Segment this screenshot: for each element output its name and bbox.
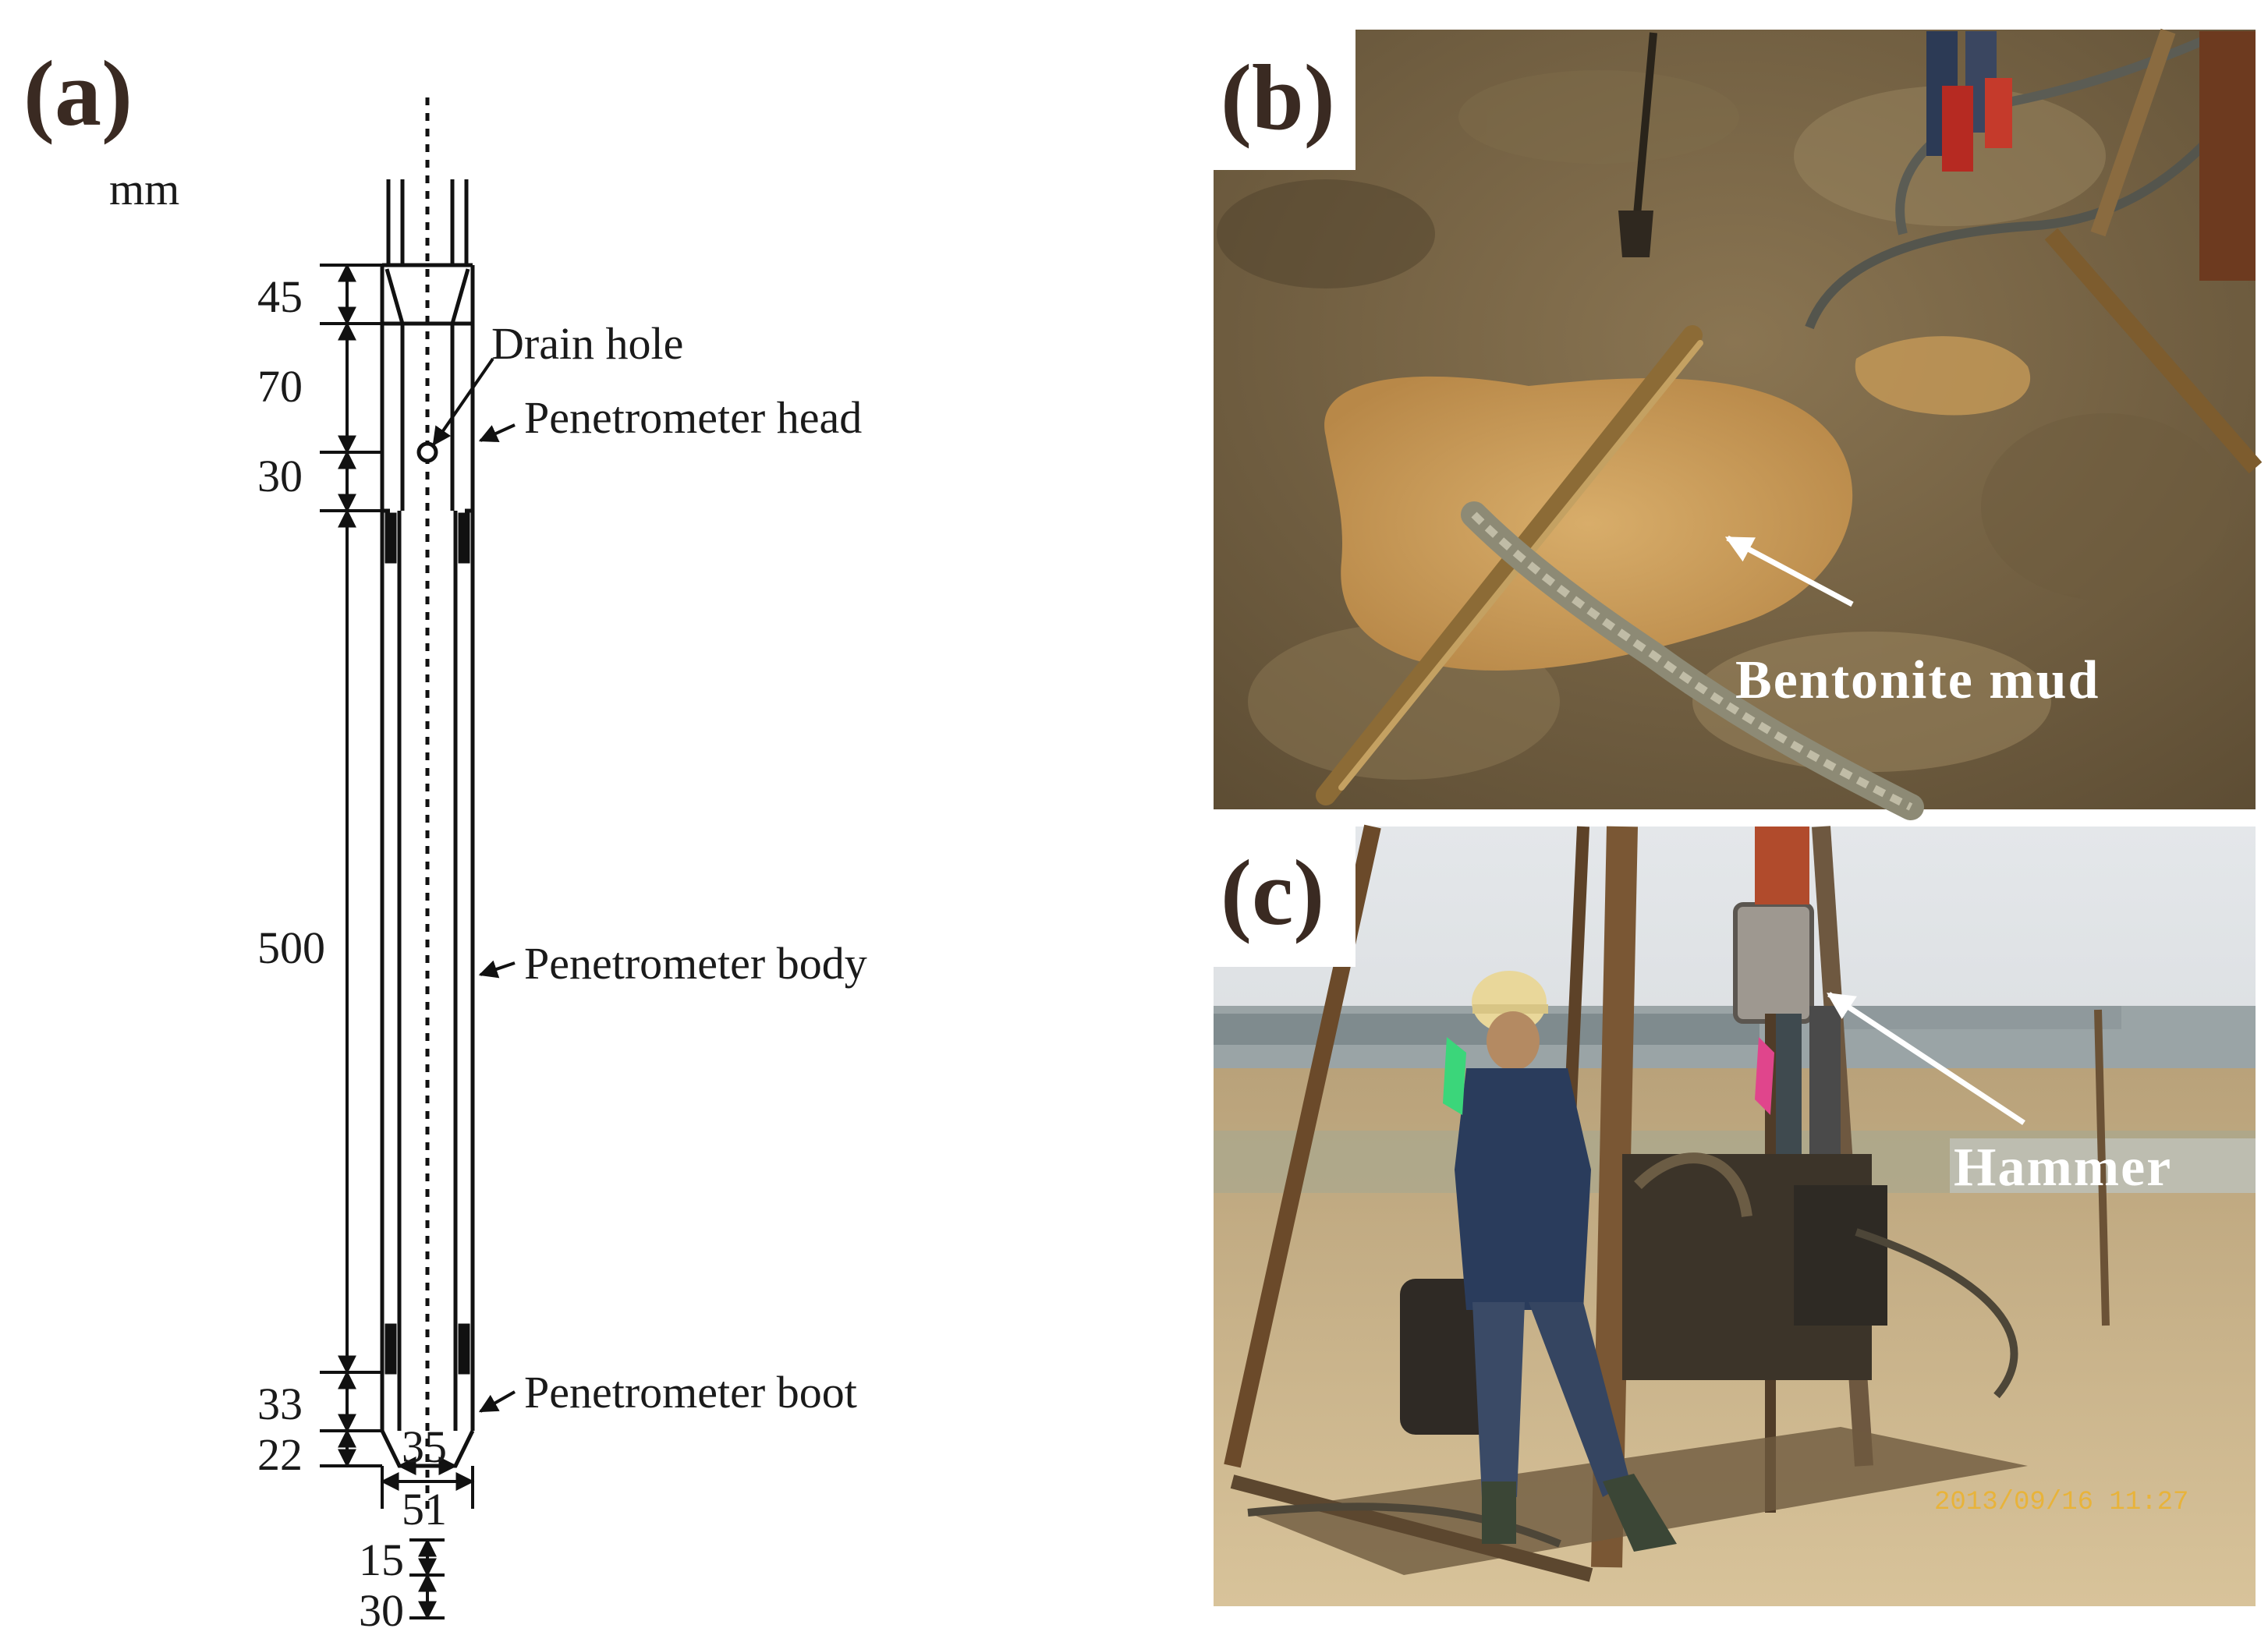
unit-label: mm: [109, 164, 179, 214]
dim-70: 70: [257, 361, 303, 412]
penetrometer-body: [380, 511, 475, 1431]
penetrometer-head: [380, 263, 475, 513]
bottom-dimension-lines: [409, 1538, 445, 1620]
dim-30: 30: [257, 451, 303, 501]
photo-timestamp: 2013/09/16 11:27: [1934, 1488, 2188, 1517]
panel-a-letter: (a): [23, 41, 133, 145]
panel-a: (a) mm: [23, 41, 867, 1636]
panel-c-photo: (c) Hammer 2013/09/16 11:27: [1214, 824, 2256, 1606]
arrow-icon: [478, 960, 516, 979]
callout-boot: Penetrometer boot: [524, 1367, 857, 1418]
dim-30-bottom: 30: [359, 1585, 404, 1636]
arrow-icon: [1724, 535, 1854, 607]
dim-45: 45: [257, 271, 303, 322]
callout-arrows: [432, 357, 516, 1413]
dim-22: 22: [257, 1429, 303, 1480]
dim-33: 33: [257, 1379, 303, 1429]
hammer-label: Hammer: [1954, 1138, 2172, 1198]
arrow-icon: [432, 357, 494, 446]
arrow-icon: [478, 423, 516, 442]
hammer: [1733, 902, 1814, 1024]
arrow-icon: [1827, 992, 2025, 1125]
width-dimension-lines: [380, 1457, 475, 1509]
drill-rod: [1316, 325, 1703, 805]
worker: [1455, 971, 1677, 1552]
panel-b-letter: (b): [1221, 45, 1335, 149]
dim-51: 51: [402, 1484, 447, 1534]
dim-15: 15: [359, 1534, 404, 1585]
bentonite-mud-label: Bentonite mud: [1735, 650, 2100, 710]
drain-hole: [416, 441, 438, 463]
callout-drain-hole: Drain hole: [491, 318, 683, 369]
callout-body: Penetrometer body: [524, 938, 867, 989]
dim-500: 500: [257, 922, 325, 973]
panel-b-photo: (b) Bentonite mud: [1214, 28, 2263, 820]
dimension-lines: [320, 263, 382, 1468]
panel-c-letter: (c): [1221, 841, 1324, 944]
callout-head: Penetrometer head: [524, 392, 862, 443]
dim-35: 35: [402, 1421, 447, 1472]
mud-puddle: [1324, 376, 1853, 671]
drive-rod: [386, 179, 469, 265]
arrow-icon: [478, 1390, 516, 1413]
